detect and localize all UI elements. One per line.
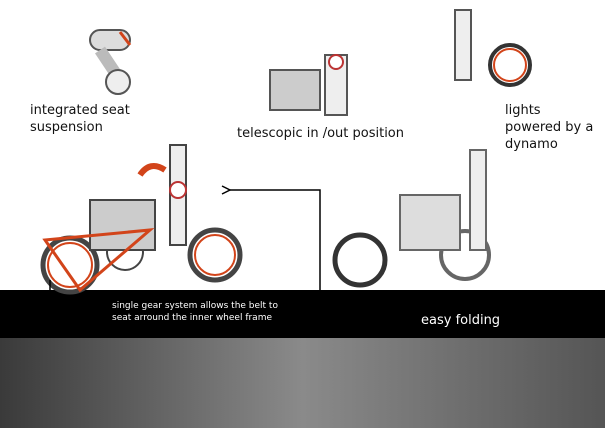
seat-suspension-sketch: [89, 29, 132, 95]
label-single-gear: single gear system allows the belt to se…: [112, 301, 278, 323]
label-telescopic: telescopic in /out position: [237, 126, 405, 141]
label-seat-suspension: integrated seat suspension: [30, 103, 130, 135]
telescopic-sketch: [269, 54, 348, 116]
folding-bike-sketch: [332, 149, 491, 288]
closeup-photo-strip: [0, 338, 605, 428]
callout-lines: [49, 185, 415, 321]
dynamo-sketch: [454, 9, 532, 87]
label-easy-folding: easy folding: [421, 313, 501, 328]
caption-band: [0, 290, 605, 338]
bike-side-view: [40, 144, 243, 295]
label-dynamo-lights: lights powered by a dynamo: [505, 103, 594, 152]
